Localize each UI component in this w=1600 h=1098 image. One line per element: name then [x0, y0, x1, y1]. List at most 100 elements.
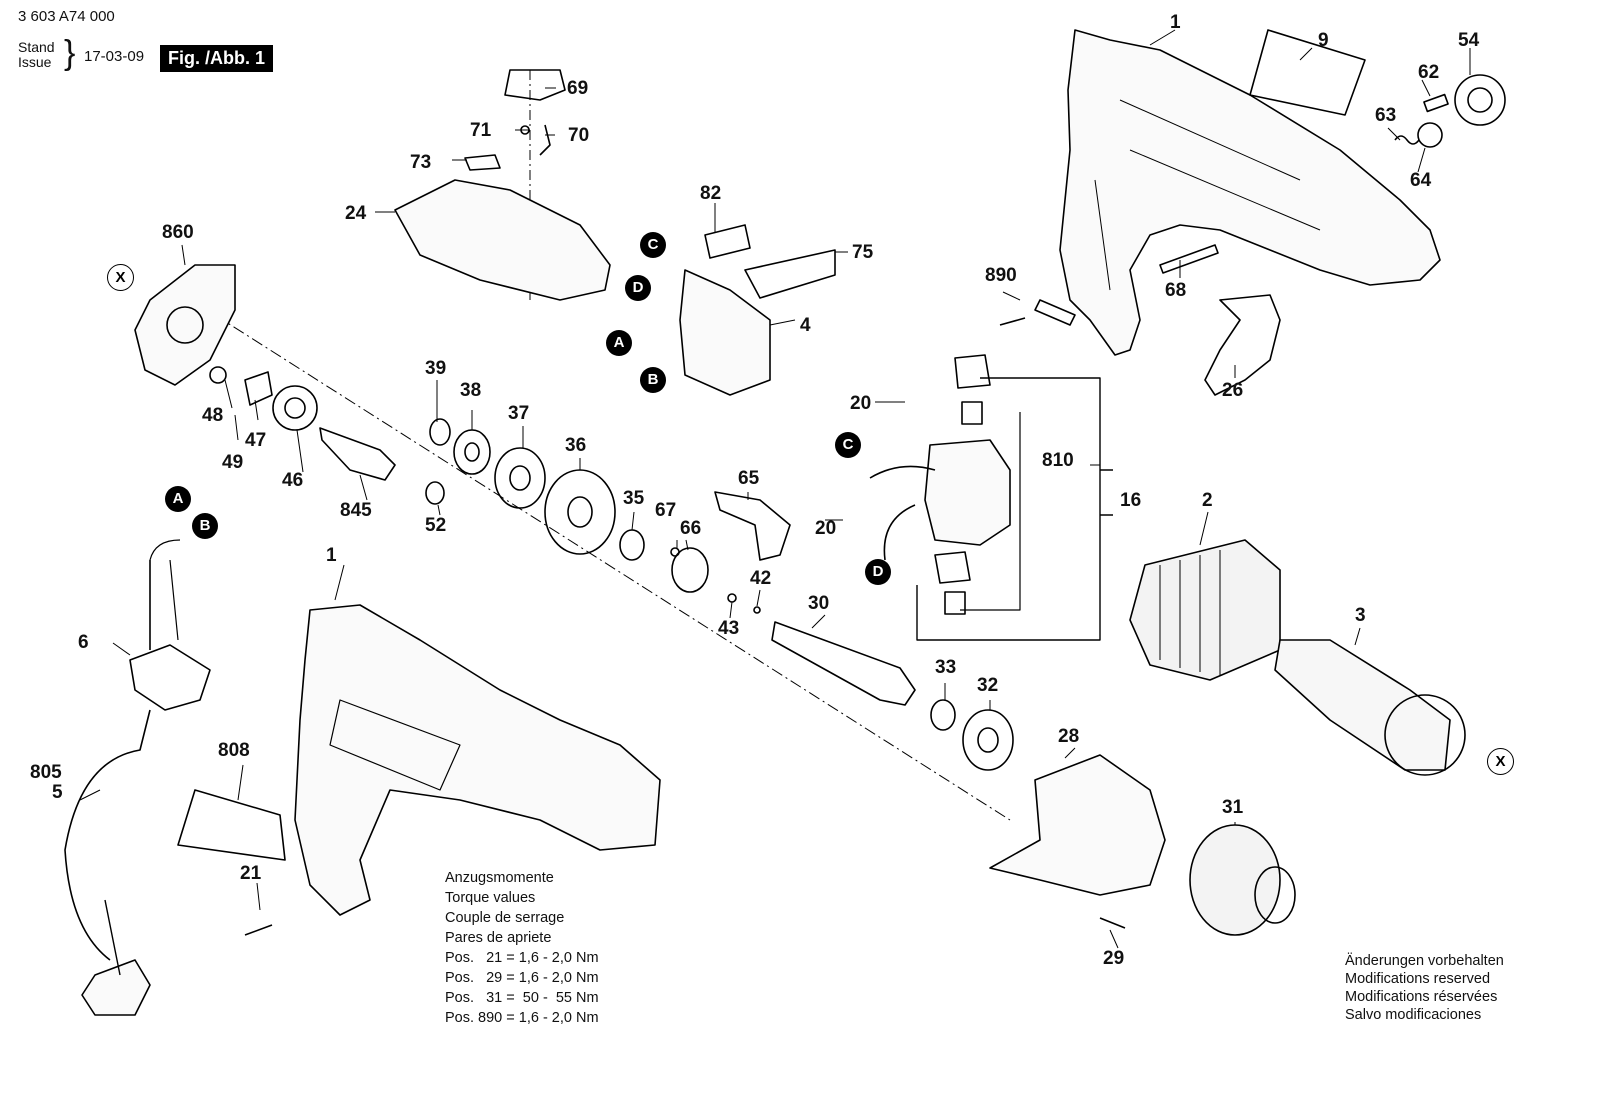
callout-63: 63 — [1375, 105, 1397, 126]
callout-860: 860 — [162, 222, 194, 243]
wire-c — [869, 465, 936, 479]
brush-clip-bottom — [934, 551, 971, 584]
gear-housing-28 — [989, 754, 1166, 896]
callout-82: 82 — [700, 183, 722, 204]
washer-35 — [619, 529, 645, 561]
label-plate-9 — [1249, 29, 1366, 116]
switch-cover-24 — [394, 179, 611, 301]
callout-24: 24 — [345, 203, 367, 224]
callout-52: 52 — [425, 515, 447, 536]
callout-39: 39 — [425, 358, 447, 379]
lever-75 — [744, 249, 836, 299]
issue-label: Issue — [18, 54, 52, 70]
callout-5: 5 — [52, 782, 63, 803]
spindle-30 — [771, 621, 916, 706]
assembly-axis-line — [214, 314, 1011, 821]
marker-a-cable: A — [165, 486, 191, 512]
screw-890 — [999, 317, 1026, 326]
stand-label: Stand — [18, 39, 55, 55]
callout-73: 73 — [410, 152, 432, 173]
cable-5 — [64, 560, 151, 961]
callout-47: 47 — [245, 430, 267, 451]
callout-21: 21 — [240, 863, 262, 884]
ball-43 — [727, 593, 737, 603]
torque-row-31: Pos. 31 = 50 - 55 Nm — [445, 990, 599, 1006]
label-plate-808 — [177, 789, 286, 861]
slider-82 — [704, 224, 751, 259]
callout-890: 890 — [985, 265, 1017, 286]
torque-row-21: Pos. 21 = 1,6 - 2,0 Nm — [445, 950, 599, 966]
spring-63 — [1394, 135, 1420, 145]
callout-66: 66 — [680, 518, 702, 539]
clip-890 — [1034, 299, 1076, 326]
callout-9: 9 — [1318, 30, 1329, 51]
housing-main — [294, 604, 661, 916]
bearing-52 — [425, 481, 445, 505]
torque-title-fr: Couple de serrage — [445, 910, 565, 926]
armature-3 — [1274, 639, 1451, 771]
callout-28: 28 — [1058, 726, 1080, 747]
brush-group-box — [916, 377, 1101, 641]
callout-54: 54 — [1458, 30, 1480, 51]
callout-35: 35 — [623, 488, 645, 509]
marker-b-switch: B — [640, 367, 666, 393]
torque-title-de: Anzugsmomente — [445, 870, 554, 886]
marker-d-switch: D — [625, 275, 651, 301]
chuck-31 — [1189, 824, 1281, 936]
ring-64 — [1417, 122, 1443, 148]
torque-title-es: Pares de apriete — [445, 930, 552, 946]
pin-62 — [1423, 93, 1449, 113]
callout-3: 3 — [1355, 605, 1366, 626]
callout-2: 2 — [1202, 490, 1213, 511]
switch-button-69 — [504, 69, 566, 101]
callout-69: 69 — [567, 78, 589, 99]
callout-29: 29 — [1103, 948, 1125, 969]
marker-a-switch: A — [606, 330, 632, 356]
gear-37 — [494, 447, 546, 509]
callout-1-bottom: 1 — [326, 545, 337, 566]
torque-title-en: Torque values — [445, 890, 536, 906]
fan-3 — [1384, 694, 1466, 776]
plate-73 — [464, 154, 501, 171]
end-cap-54 — [1454, 74, 1506, 126]
callout-38: 38 — [460, 380, 482, 401]
issue-labels: Stand Issue — [18, 40, 55, 70]
bearing-32 — [962, 709, 1014, 771]
ring-38 — [453, 429, 491, 475]
modifications-notice: Änderungen vorbehalten Modifications res… — [1345, 952, 1504, 1024]
callout-43: 43 — [718, 618, 740, 639]
marker-x-flange: X — [107, 264, 134, 291]
figure-label: Fig. /Abb. 1 — [160, 45, 273, 72]
callout-810: 810 — [1042, 450, 1074, 471]
callout-67: 67 — [655, 500, 677, 521]
callout-16: 16 — [1120, 490, 1142, 511]
marker-d-brush: D — [865, 559, 891, 585]
callout-64: 64 — [1410, 170, 1432, 191]
modifications-en: Modifications reserved — [1345, 971, 1491, 987]
gear-36 — [544, 469, 616, 555]
modifications-es: Salvo modificaciones — [1345, 1007, 1482, 1023]
callout-65: 65 — [738, 468, 760, 489]
flange-860 — [134, 264, 236, 386]
issue-date: 17-03-09 — [84, 48, 145, 65]
brush-clip-top — [954, 354, 991, 389]
stator-2 — [1129, 539, 1281, 681]
washer-48 — [209, 366, 227, 384]
modifications-de: Änderungen vorbehalten — [1345, 953, 1504, 969]
callout-62: 62 — [1418, 62, 1440, 83]
callout-68: 68 — [1165, 280, 1187, 301]
callout-42: 42 — [750, 568, 772, 589]
switch-4 — [679, 269, 771, 396]
wire-d — [883, 504, 916, 561]
shaft-845 — [319, 427, 396, 481]
ring-66 — [671, 547, 709, 593]
callout-845: 845 — [340, 500, 372, 521]
clip-42 — [753, 606, 761, 614]
bracket-65 — [714, 491, 791, 561]
rod-68 — [1159, 244, 1219, 274]
callout-75: 75 — [852, 242, 874, 263]
bracket-26 — [1204, 294, 1281, 396]
housing-half-top — [1059, 29, 1441, 356]
callout-33: 33 — [935, 657, 957, 678]
